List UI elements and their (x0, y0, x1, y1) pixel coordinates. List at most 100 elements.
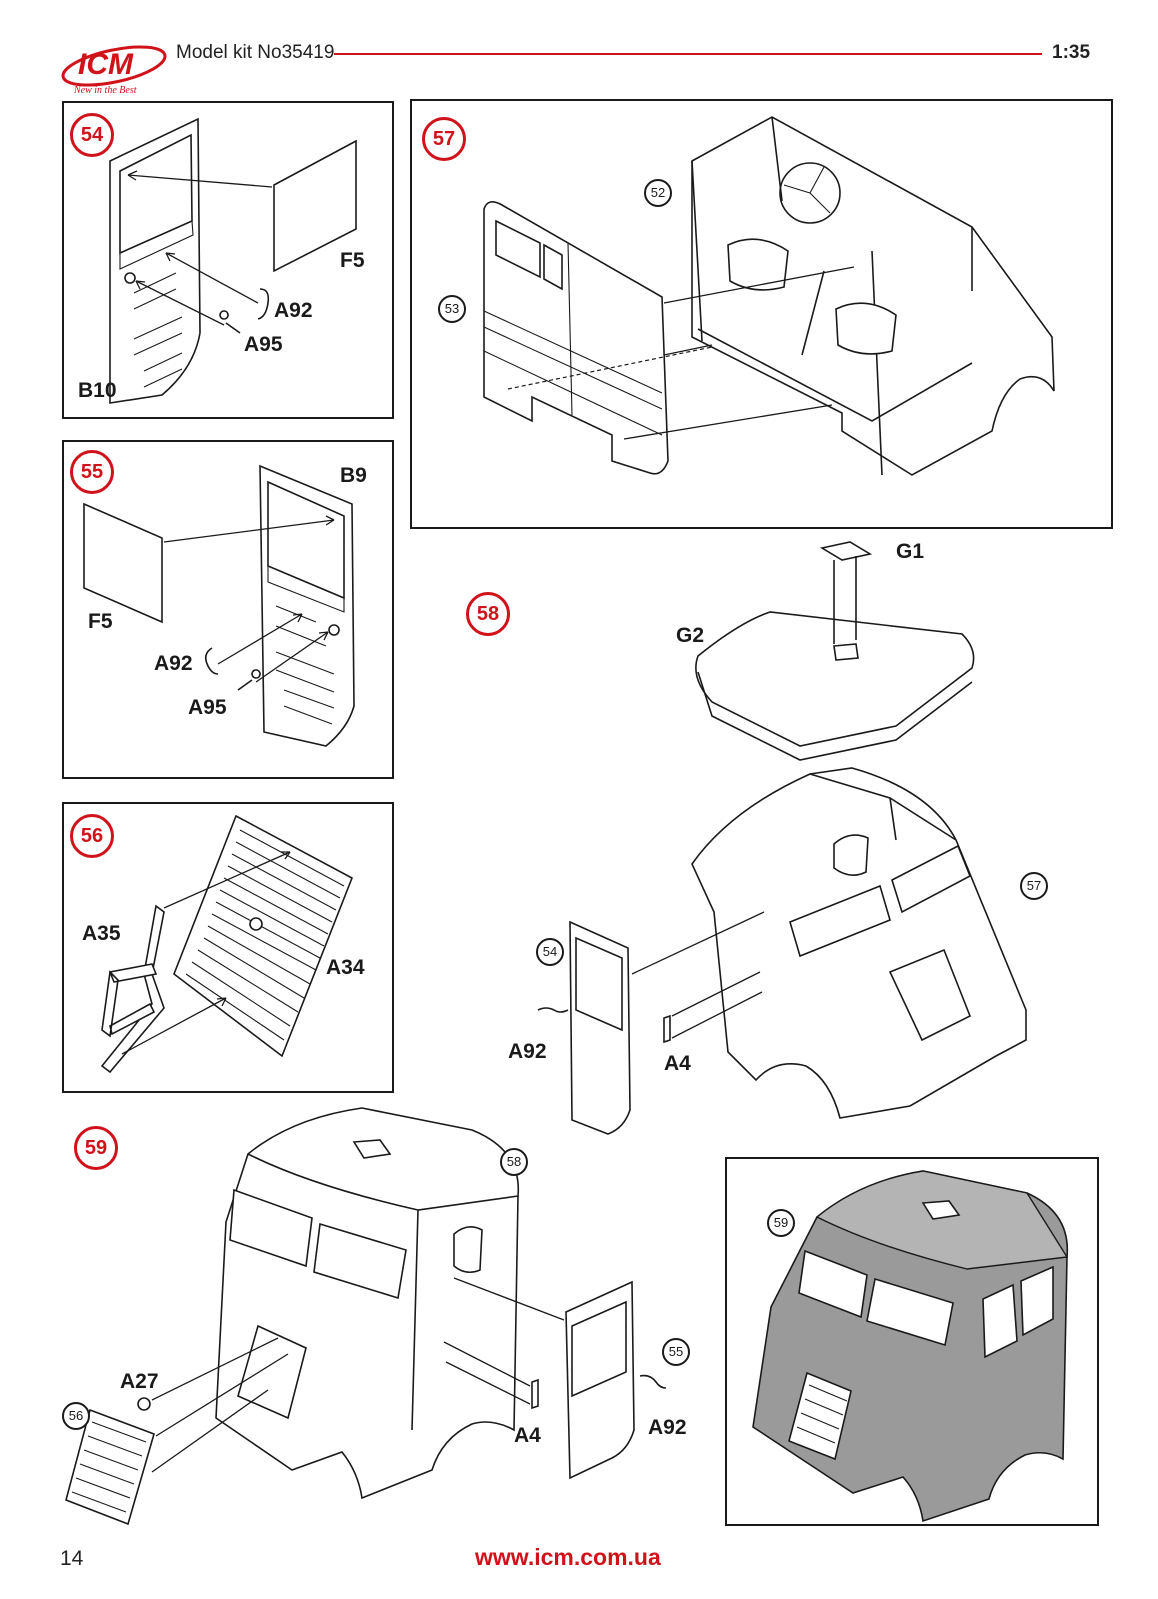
grille-56-shape (65, 1408, 155, 1526)
scale-label: 1:35 (1052, 42, 1091, 63)
label-b10: B10 (78, 379, 117, 402)
ref-59-badge: 59 (767, 1209, 795, 1237)
cab-frame-posts (691, 116, 973, 476)
arrow-frame-bottom (121, 997, 227, 1055)
arrow-handle (217, 613, 303, 665)
arrow-light (151, 1337, 279, 1401)
cab-grille (788, 1371, 852, 1461)
door-54-shape (569, 920, 631, 1135)
step-58-drawing (537, 541, 1027, 1135)
step-59-result-drawing (752, 1170, 1069, 1523)
step-54-badge: 54 (70, 113, 114, 157)
steering-wheel (779, 162, 841, 224)
step-54-panel: 54 F5 A92 A95 B10 (62, 101, 394, 419)
page-number: 14 (60, 1547, 84, 1570)
grille-emblem (249, 917, 263, 931)
cab-grille-slats (796, 1384, 848, 1444)
step-57-drawing (483, 116, 1055, 476)
label-f5: F5 (340, 249, 365, 272)
kit-title: Model kit No35419 (176, 42, 335, 63)
step-58-badge: 58 (466, 592, 510, 636)
arrow-door (453, 1277, 565, 1321)
frame-a35-body (101, 963, 158, 1038)
label-a95: A95 (188, 696, 227, 719)
label-a34: A34 (326, 956, 365, 979)
step-57-badge: 57 (422, 117, 466, 161)
arrow-frame-top (163, 851, 291, 909)
arrow-panel-top (663, 266, 855, 304)
cab-windshields (229, 1188, 407, 1300)
ref-58-badge: 58 (500, 1148, 528, 1176)
arrow-glass (127, 174, 273, 188)
header-rule (334, 53, 1042, 55)
step-56-drawing (100, 814, 354, 1074)
label-a92: A92 (274, 299, 313, 322)
cab-seat (453, 1226, 483, 1274)
grille-slats (185, 829, 345, 1041)
arrow-door (631, 911, 765, 975)
door-hole (124, 272, 136, 284)
logo-tagline: New in the Best (73, 85, 137, 96)
arrow-knob (135, 280, 225, 326)
label-a92: A92 (648, 1416, 687, 1439)
label-a4: A4 (664, 1052, 691, 1075)
label-a27: A27 (120, 1370, 159, 1393)
label-g2: G2 (676, 624, 705, 647)
arrow-rod (443, 1341, 531, 1405)
cab-seat (833, 834, 869, 876)
website-link[interactable]: www.icm.com.ua (475, 1544, 661, 1570)
ref-55-badge: 55 (662, 1338, 690, 1366)
logo-text: ICM (78, 48, 134, 81)
step-56-badge: 56 (70, 814, 114, 858)
cab-side-windows (982, 1265, 1054, 1359)
door-55-window (571, 1300, 627, 1398)
roof-g2-shape (695, 611, 975, 747)
step-56-panel: 56 A35 A34 (62, 802, 394, 1093)
door-55-shape (565, 1280, 635, 1480)
arrow-panel-bottom (623, 404, 833, 440)
roof-hatch-opening (833, 643, 859, 661)
knob-a95-shape (219, 310, 241, 334)
arrow-glass (163, 519, 335, 543)
label-f5: F5 (88, 610, 113, 633)
door-sill (119, 220, 194, 270)
glass-f5-shape (273, 139, 357, 273)
label-a92: A92 (508, 1040, 547, 1063)
ref-57-badge: 57 (1020, 872, 1048, 900)
cab-windshields (798, 1249, 954, 1347)
cab-windshields (789, 844, 972, 958)
handle-a92-shape (639, 1374, 667, 1389)
door-ribs (275, 605, 335, 725)
ref-52-badge: 52 (644, 179, 672, 207)
step-59-area: 59 58 A27 56 55 A4 A92 (62, 1100, 702, 1540)
grille-slats (71, 1421, 147, 1513)
step-59-drawing (65, 1107, 667, 1526)
label-a35: A35 (82, 922, 121, 945)
icm-logo: ICM New in the Best (56, 36, 168, 98)
cab-roof-painted (815, 1170, 1069, 1270)
door-ribs (133, 272, 183, 388)
glass-f5-shape (83, 502, 163, 624)
step-58-area: 58 G1 G2 57 54 A92 A4 (410, 540, 1113, 1160)
label-g1: G1 (896, 540, 925, 563)
cab-57-shape (691, 767, 1027, 1119)
cab-roof-lines (247, 1153, 519, 1431)
handle-a92-shape (537, 1007, 569, 1013)
grille-a34-shape (173, 814, 354, 1058)
cab-floor (697, 328, 973, 422)
ref-56-badge: 56 (62, 1402, 90, 1430)
step-55-panel: 55 B9 F5 A92 A95 (62, 440, 394, 779)
cab-roof-lines (809, 773, 957, 841)
handle-a92-shape (204, 647, 219, 675)
ref-54-badge: 54 (536, 938, 564, 966)
cab-58-shape (215, 1107, 520, 1500)
door-hole (328, 624, 340, 636)
arrow-rod (671, 971, 763, 1039)
label-b9: B9 (340, 464, 367, 487)
ref-53-badge: 53 (438, 295, 466, 323)
door-sill (267, 565, 345, 613)
door-b9-shape (259, 464, 355, 747)
gear-lever (801, 270, 825, 356)
frame-a35-right (100, 904, 165, 1074)
side-panel-53-shape (483, 201, 669, 475)
